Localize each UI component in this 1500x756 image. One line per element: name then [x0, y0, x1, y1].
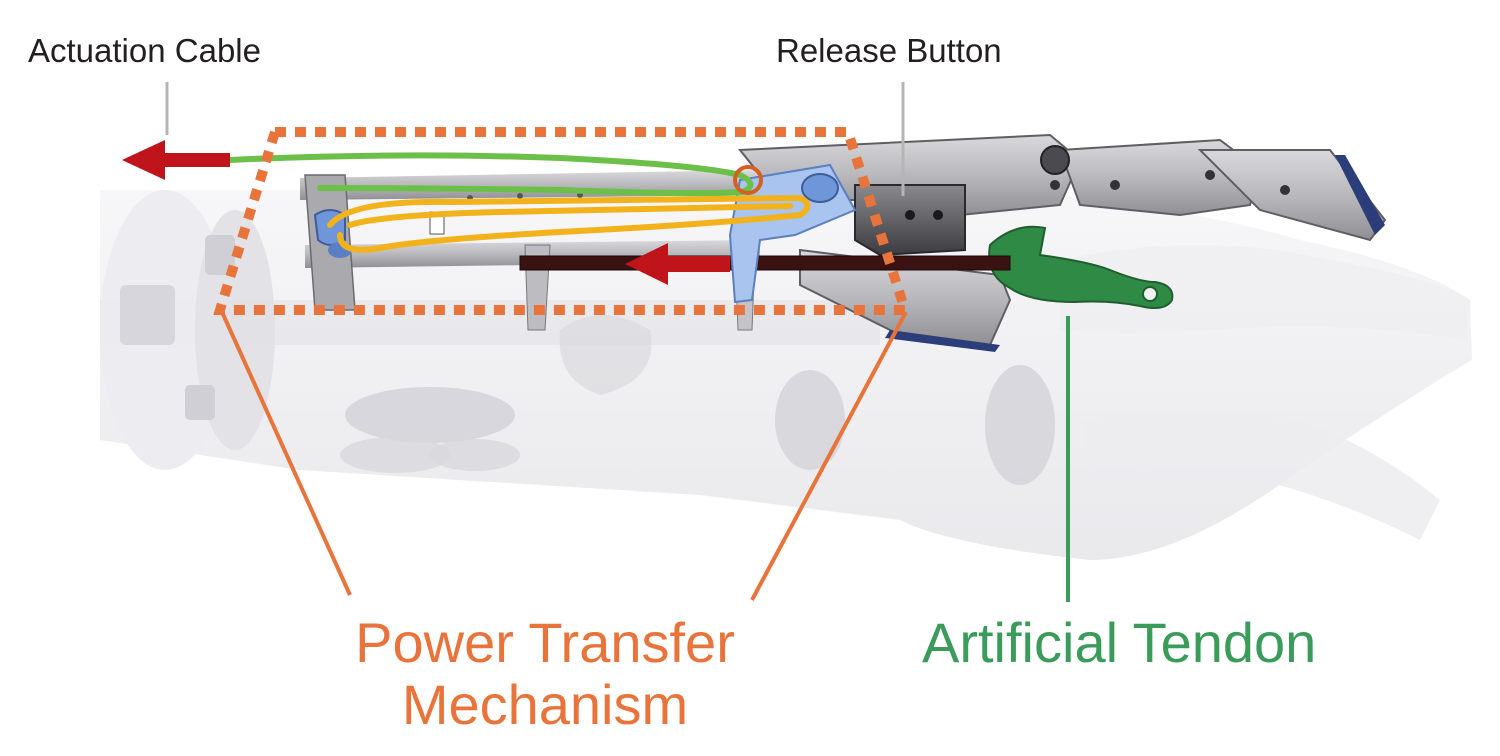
actuation-cable-label: Actuation Cable: [28, 32, 261, 69]
orange-loop: [733, 165, 763, 195]
power-transfer-label-line1: Power Transfer: [355, 611, 735, 674]
push-rod: [519, 255, 1011, 271]
power-transfer-box: [213, 127, 912, 315]
artificial-tendon-part: [988, 225, 1174, 309]
yellow-cable-loop: [327, 194, 811, 253]
actuation-arrow-rod: [625, 243, 730, 285]
power-transfer-leader-right: [750, 311, 908, 601]
power-transfer-mechanism-label: Power Transfer Mechanism: [330, 612, 760, 736]
artificial-tendon-label: Artificial Tendon: [922, 611, 1317, 674]
green-cable: [227, 152, 754, 197]
actuation-arrow-cable: [122, 140, 230, 180]
release-button-label: Release Button: [776, 32, 1002, 69]
power-transfer-label-line2: Mechanism: [401, 673, 689, 736]
power-transfer-leader-left: [220, 311, 352, 596]
